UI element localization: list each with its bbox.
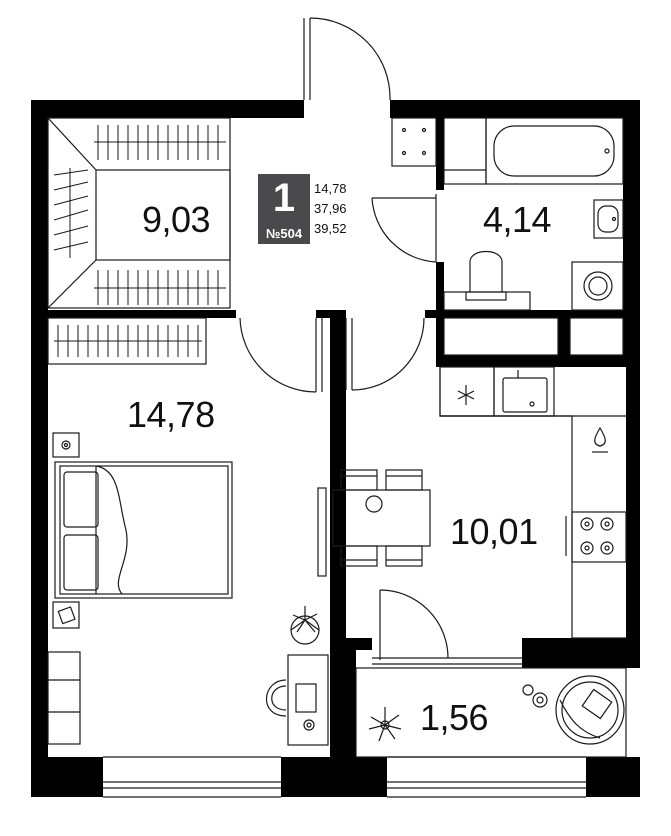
bedroom-area-label: 14,78 [127,394,215,435]
room-count: 1 [272,176,296,220]
usable-area: 37,96 [314,201,347,216]
badge-dark-panel [258,174,310,244]
toilet [443,250,531,311]
balcony-area-label: 1,56 [420,697,489,738]
balcony-door [372,589,522,665]
bedroom-plant [290,606,320,645]
apartment-badge: 1 №504 14,78 37,96 39,52 [258,174,362,244]
walls [31,100,640,797]
area-summary: 14,78 37,96 39,52 [314,179,347,239]
bedroom-wardrobe [47,317,207,365]
desk [265,654,329,746]
bed [52,432,233,629]
bathroom-area-label: 4,14 [483,199,552,240]
storage-cells [443,317,624,356]
water-drop-icon [592,426,608,453]
radiator [317,487,327,577]
balcony-window [387,756,586,798]
stove [565,511,627,563]
bedroom-door [239,317,323,393]
washing-machine-area [443,117,487,185]
dining-table [332,469,431,567]
hall-cabinet [391,117,437,167]
kitchen-counter [439,367,626,639]
sink [593,199,624,239]
kitchen-sink [493,366,555,417]
balcony-plant [368,707,402,742]
fridge [439,366,495,417]
kitchen-door [345,317,425,391]
dresser [47,651,81,745]
total-area: 39,52 [314,221,347,236]
living-area: 14,78 [314,181,347,196]
balcony-table [522,684,548,708]
kitchen-area-label: 10,01 [450,511,538,552]
hall-area-label: 9,03 [142,199,211,240]
entrance-door [303,17,391,101]
bathtub [485,117,624,185]
bedroom-window [103,756,281,798]
balcony-chair [555,675,625,745]
wardrobe [47,117,231,309]
washing-machine [571,261,624,311]
apartment-number: №504 [265,226,303,241]
bathroom-door [371,194,437,263]
